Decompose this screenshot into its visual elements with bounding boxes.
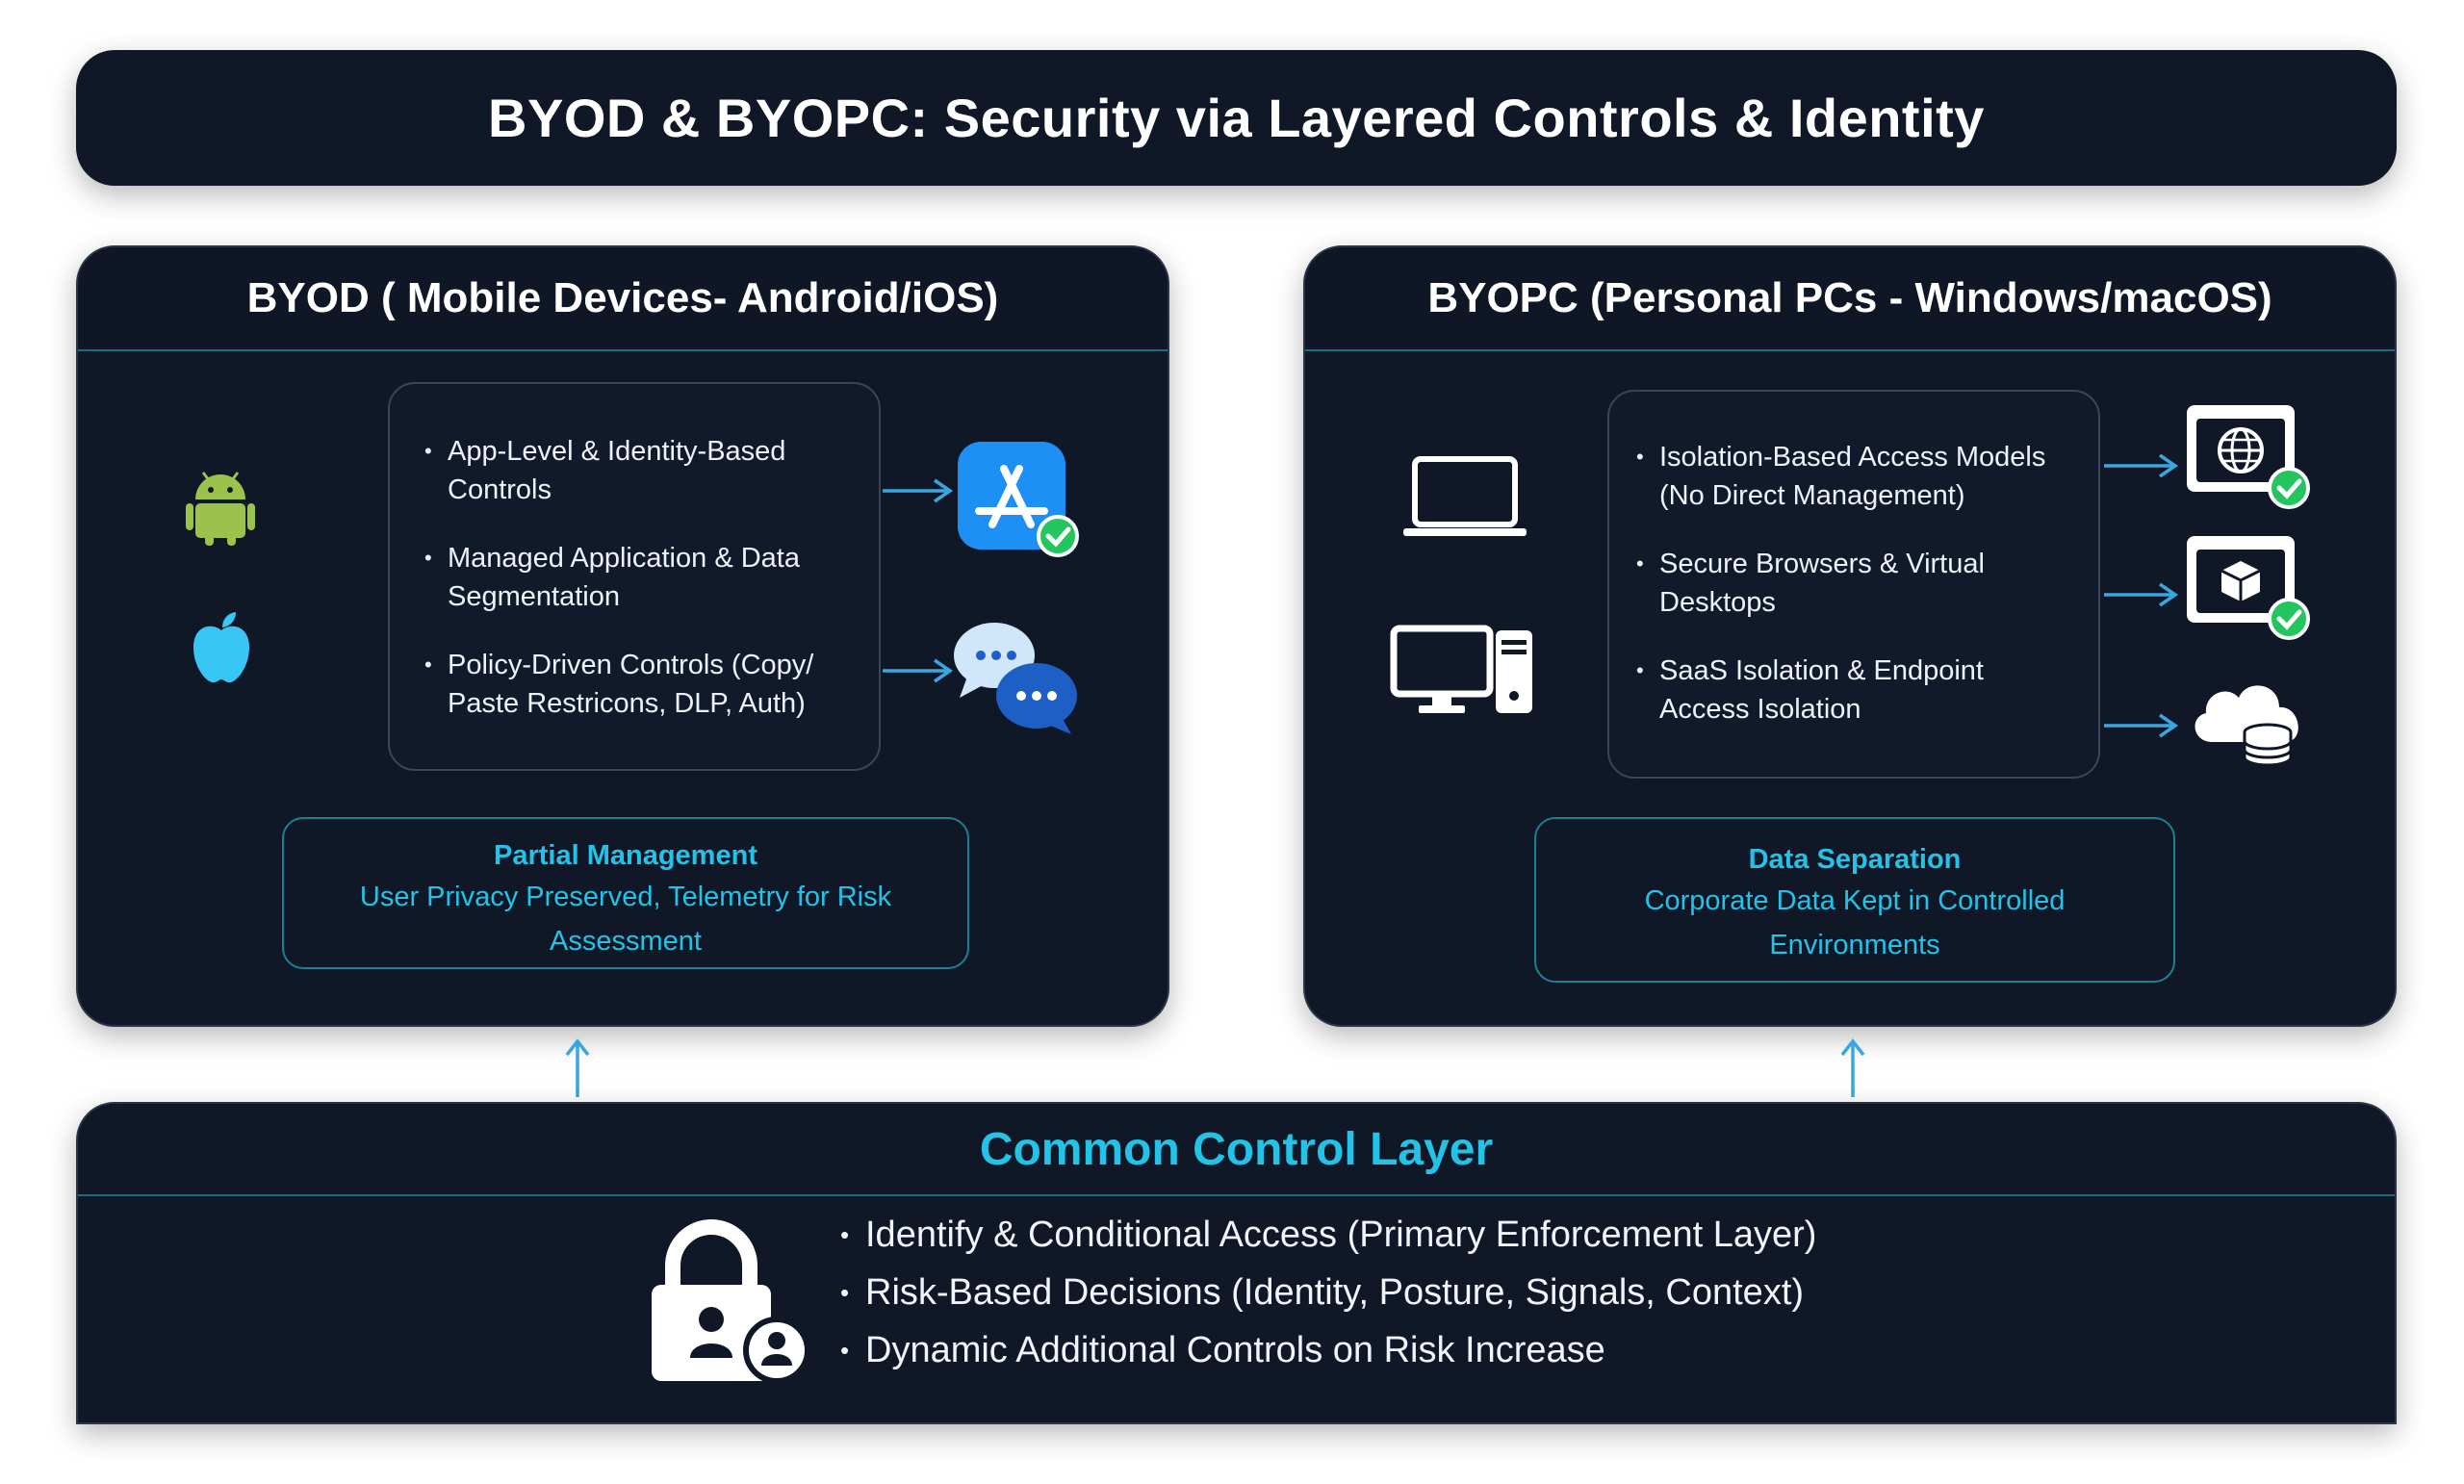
arrow-right-icon [883, 658, 954, 683]
arrow-right-icon [2104, 582, 2179, 607]
apple-icon [193, 612, 249, 683]
app-store-icon [958, 442, 1079, 557]
byod-bullet-3: Policy-Driven Controls (Copy/ Paste Rest… [424, 646, 867, 723]
byod-bullet-2: Managed Application & Data Segmentation [424, 539, 867, 616]
arrow-right-icon [2104, 453, 2179, 478]
android-icon [186, 472, 255, 546]
arrow-right-icon [2104, 713, 2179, 738]
byopc-controls-box: Isolation-Based Access Models (No Direct… [1607, 390, 2100, 779]
byod-controls-box: App-Level & Identity-Based Controls Mana… [388, 382, 881, 771]
callout-line: Corporate Data Kept in Controlled [1644, 885, 2066, 916]
arrow-up-icon [1840, 1038, 1865, 1097]
byopc-bullet-2: Secure Browsers & Virtual Desktops [1636, 545, 2089, 622]
common-bullet-3: Dynamic Additional Controls on Risk Incr… [840, 1325, 1605, 1375]
callout-line: Assessment [550, 926, 702, 957]
byopc-bullet-3: SaaS Isolation & Endpoint Access Isolati… [1636, 652, 2089, 729]
identity-lock-icon [652, 1219, 810, 1384]
cloud-database-icon [2194, 685, 2298, 767]
byod-bullet-1: App-Level & Identity-Based Controls [424, 432, 867, 509]
byopc-heading: BYOPC (Personal PCs - Windows/macOS) [1305, 247, 2395, 351]
common-control-heading: Common Control Layer [78, 1104, 2395, 1196]
arrow-right-icon [883, 478, 954, 503]
callout-line: User Privacy Preserved, Telemetry for Ri… [359, 882, 892, 912]
callout-line: Environments [1769, 930, 1940, 960]
page-title: BYOD & BYOPC: Security via Layered Contr… [488, 88, 1985, 148]
arrow-up-icon [565, 1038, 590, 1097]
callout-title: Data Separation [1748, 844, 1962, 875]
laptop-icon [1403, 456, 1527, 536]
byod-panel: BYOD ( Mobile Devices- Android/iOS) App-… [76, 245, 1169, 1027]
common-control-panel: Common Control Layer Identify & Conditio… [76, 1102, 2397, 1424]
messaging-icon [954, 623, 1077, 734]
desktop-pc-icon [1390, 625, 1532, 713]
common-bullet-2: Risk-Based Decisions (Identity, Posture,… [840, 1267, 1804, 1318]
byopc-bullet-1: Isolation-Based Access Models (No Direct… [1636, 438, 2089, 515]
virtual-desktop-icon [2187, 536, 2310, 640]
byod-callout: Partial Management User Privacy Preserve… [282, 817, 969, 969]
common-bullet-1: Identify & Conditional Access (Primary E… [840, 1210, 1816, 1260]
byod-heading: BYOD ( Mobile Devices- Android/iOS) [78, 247, 1168, 351]
byopc-panel: BYOPC (Personal PCs - Windows/macOS) Iso… [1303, 245, 2397, 1027]
title-banner: BYOD & BYOPC: Security via Layered Contr… [76, 50, 2397, 186]
callout-title: Partial Management [494, 840, 757, 871]
byopc-callout: Data Separation Corporate Data Kept in C… [1534, 817, 2175, 983]
secure-browser-icon [2187, 405, 2310, 509]
